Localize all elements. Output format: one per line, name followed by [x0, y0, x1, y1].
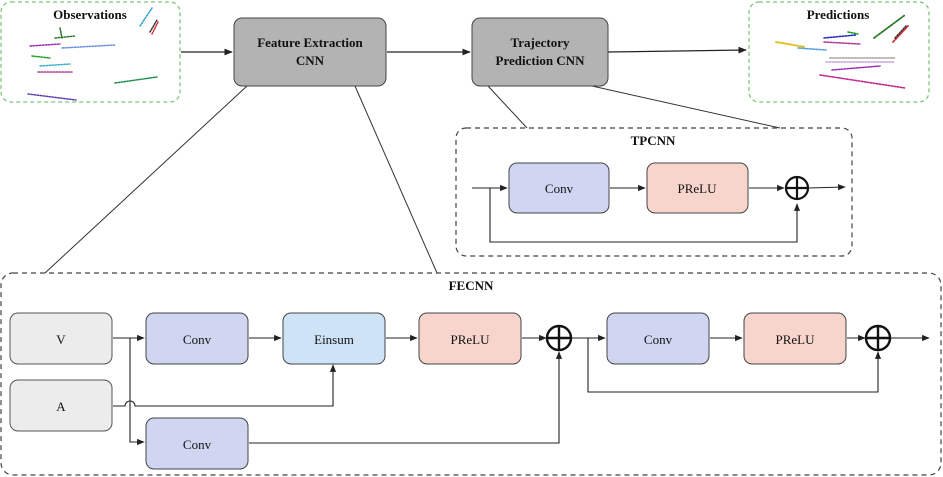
- fecnn-detail-panel: FECNN V A Conv Einsum PReLU Conv: [0, 272, 942, 476]
- observations-title: Observations: [53, 7, 127, 22]
- fe-cnn-label-line1: Feature Extraction: [257, 35, 363, 50]
- tpcnn-conv-block: [508, 162, 610, 214]
- fecnn-prelu1-block: [418, 312, 522, 365]
- einsum-label: Einsum: [314, 332, 354, 347]
- fe-cnn-label-line2: CNN: [296, 53, 325, 68]
- tp-cnn-label-line2: Prediction CNN: [496, 53, 586, 68]
- fecnn-add1-icon: [545, 324, 573, 352]
- fecnn-title: FECNN: [449, 278, 494, 293]
- zoom-lines: [44, 85, 781, 274]
- tpcnn-prelu-label: PReLU: [678, 181, 718, 196]
- a-to-einsum-line: [113, 364, 337, 407]
- fecnn-add2-icon: [864, 324, 892, 352]
- tpcnn-conv-label: Conv: [545, 181, 574, 196]
- fecnn-prelu2-label: PReLU: [776, 332, 816, 347]
- predictions-title: Predictions: [807, 7, 870, 22]
- tpcnn-prelu-block: [646, 162, 749, 214]
- tp-cnn-label-line1: Trajectory: [511, 35, 570, 50]
- v-input-block: [9, 312, 113, 365]
- prediction-trajectories: [775, 14, 909, 89]
- fecnn-conv1-label: Conv: [183, 332, 212, 347]
- tpcnn-detail-panel: TPCNN Conv PReLU: [455, 127, 853, 257]
- arrow-tp-to-pred: [607, 46, 747, 54]
- trajectory-prediction-cnn-box: Trajectory Prediction CNN: [471, 17, 609, 87]
- fecnn-conv1-block: [145, 312, 249, 365]
- a-input-block: [9, 379, 113, 432]
- feature-extraction-cnn-box: Feature Extraction CNN: [233, 17, 387, 87]
- tpcnn-title: TPCNN: [631, 133, 676, 148]
- a-input-label: A: [56, 399, 66, 414]
- fecnn-conv2-label: Conv: [644, 332, 673, 347]
- observations-panel: Observations: [0, 1, 181, 103]
- fecnn-residual2-line: [587, 338, 882, 393]
- fecnn-skip-conv-block: [145, 417, 249, 470]
- fecnn-prelu2-block: [743, 312, 847, 365]
- fecnn-skip-conv-label: Conv: [183, 437, 212, 452]
- predictions-panel: Predictions: [748, 1, 930, 103]
- v-input-label: V: [56, 332, 66, 347]
- skip-conv-to-add-line: [249, 351, 563, 444]
- observation-trajectories: [27, 7, 159, 101]
- tpcnn-add-icon: [784, 175, 810, 201]
- tpcnn-residual-line: [489, 188, 801, 243]
- einsum-block: [282, 312, 386, 365]
- v-skip-branch: [129, 338, 145, 446]
- fecnn-prelu1-label: PReLU: [451, 332, 491, 347]
- fecnn-conv2-block: [606, 312, 710, 365]
